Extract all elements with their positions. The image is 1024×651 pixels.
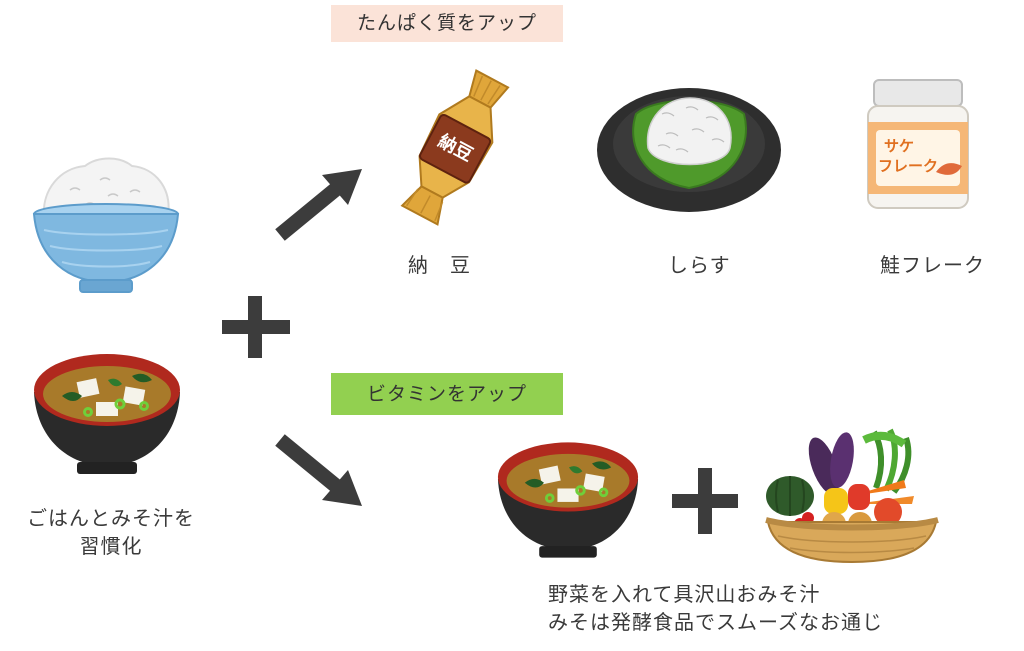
plus-icon [222,296,290,358]
salmon-jar-text: サケ フレーク [878,136,948,176]
miso-soup-bowl-illustration [32,350,182,478]
protein-banner: たんぱく質をアップ [331,5,563,42]
base-caption: ごはんとみそ汁を 習慣化 [16,504,206,560]
base-caption-line1: ごはんとみそ汁を [27,506,195,530]
plus-icon-right [672,468,738,534]
natto-label: 納 豆 [408,253,471,277]
vitamin-caption: 野菜を入れて具沢山おみそ汁 みそは発酵食品でスムーズなお通じ [548,580,883,636]
vitamin-banner: ビタミンをアップ [331,373,563,415]
vitamin-caption-line2: みそは発酵食品でスムーズなお通じ [548,610,883,634]
arrow-up-right-icon [270,163,366,243]
arrow-down-right-icon [270,432,366,512]
shirasu-label: しらす [668,253,731,277]
rice-bowl-illustration [30,150,182,300]
base-caption-line2: 習慣化 [79,534,143,558]
shirasu-illustration [596,84,782,216]
salmon-jar-text-line2: フレーク [878,157,939,175]
protein-banner-text: たんぱく質をアップ [356,12,537,34]
vegetable-basket-illustration [764,426,940,566]
salmon-flake-label: 鮭フレーク [880,253,985,277]
salmon-flake-jar-illustration: サケ フレーク [864,78,972,212]
vitamin-caption-line1: 野菜を入れて具沢山おみそ汁 [548,582,821,606]
vitamin-banner-text: ビタミンをアップ [366,383,527,405]
natto-illustration: 納豆 [398,66,514,228]
miso-soup-bowl-right-illustration [496,436,640,564]
salmon-jar-text-line1: サケ [884,137,915,155]
